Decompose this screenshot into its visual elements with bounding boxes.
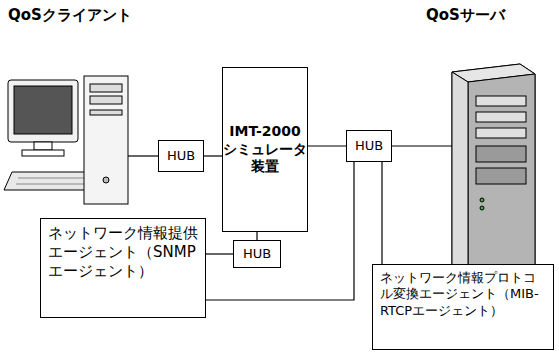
hub-box: HUB bbox=[346, 130, 392, 162]
simulator-box: IMT-2000シミュレータ装置 bbox=[222, 67, 308, 232]
connector-line bbox=[206, 254, 233, 255]
hub-box: HUB bbox=[158, 140, 204, 172]
connector-path bbox=[256, 232, 257, 240]
hub-box: HUB bbox=[233, 240, 281, 268]
connector-line bbox=[204, 156, 222, 157]
agent-box: ネットワーク情報プロトコル変換エージェント（MIB-RTCPエージェント） bbox=[372, 264, 554, 350]
node-text: ネットワーク情報提供エージェント（SNMPエージェント） bbox=[48, 224, 198, 280]
connector-path bbox=[204, 155, 222, 156]
node-text: IMT-2000シミュレータ装置 bbox=[223, 123, 307, 176]
connector-path bbox=[308, 145, 346, 146]
section-heading: QoSクライアント bbox=[8, 6, 132, 25]
client-pc bbox=[4, 76, 158, 204]
node-text: HUB bbox=[355, 138, 383, 154]
node-text: ネットワーク情報プロトコル変換エージェント（MIB-RTCPエージェント） bbox=[380, 270, 546, 319]
connector-line bbox=[308, 146, 346, 147]
connector-line bbox=[382, 162, 383, 264]
section-heading: QoSサーバ bbox=[426, 6, 505, 25]
connector-path bbox=[206, 253, 233, 254]
connector-line bbox=[257, 232, 258, 240]
connector-path bbox=[381, 162, 382, 264]
node-text: HUB bbox=[243, 246, 271, 262]
agent-box: ネットワーク情報提供エージェント（SNMPエージェント） bbox=[40, 218, 206, 318]
node-text: HUB bbox=[167, 148, 195, 164]
